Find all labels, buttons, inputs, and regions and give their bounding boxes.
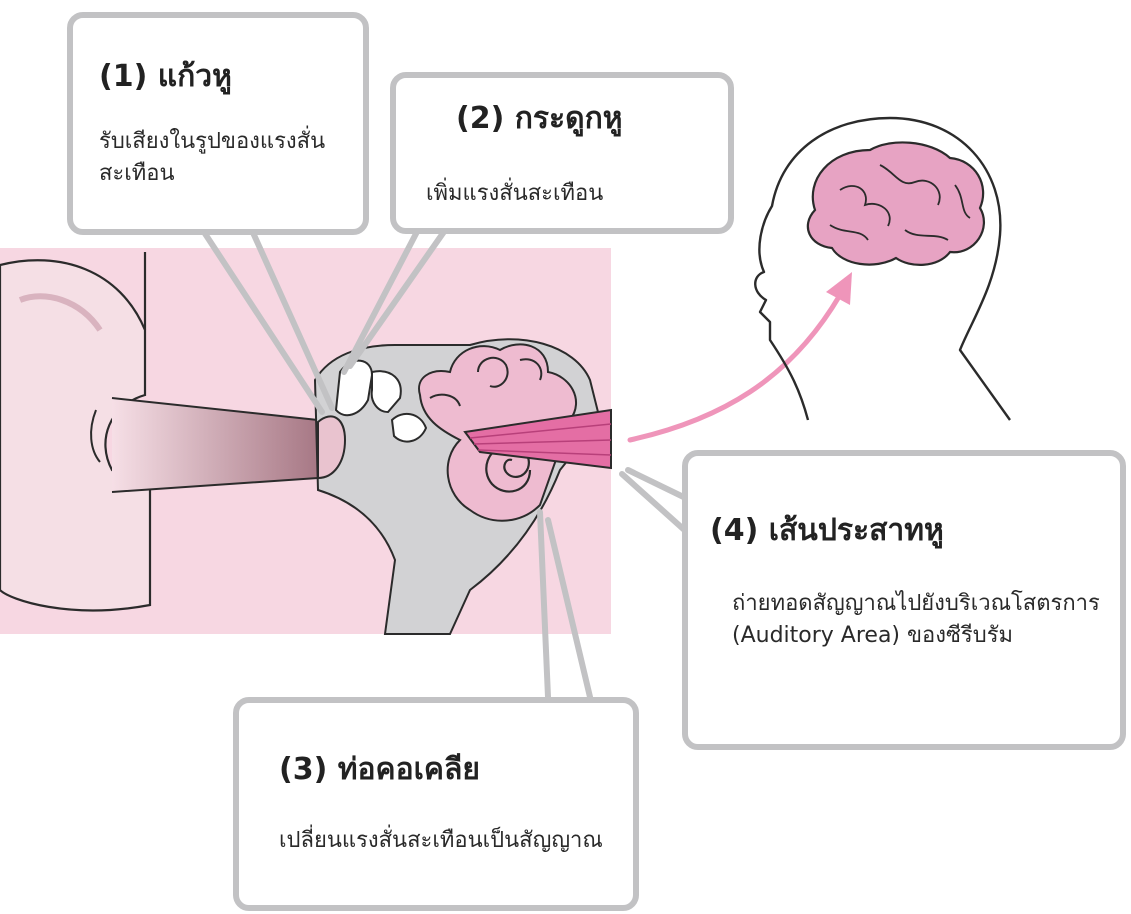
callout-cochlea-body: เปลี่ยนแรงสั่นสะเทือนเป็นสัญญาณ [279,828,603,853]
eardrum-shape [317,415,347,480]
callout-ossicles-body: เพิ่มแรงสั่นสะเทือน [426,181,604,206]
callout-cochlea-title: (3) ท่อคอเคลีย [279,752,480,787]
outer-ear [0,252,152,612]
callout-ossicles: (2) กระดูกหู เพิ่มแรงสั่นสะเทือน [390,72,734,234]
pointer-eardrum [197,223,325,415]
callout-auditory-nerve-body: ถ่ายทอดสัญญาณไปยังบริเวณโสตรการ (Auditor… [732,591,1100,648]
callout-eardrum: (1) แก้วหู รับเสียงในรูปของแรงสั่นสะเทือ… [67,12,369,235]
curved-arrow-icon [627,272,852,443]
pointer-cochlea [537,509,551,700]
callout-eardrum-body: รับเสียงในรูปของแรงสั่นสะเทือน [99,129,326,186]
pointer-nerve [619,471,693,538]
callout-cochlea: (3) ท่อคอเคลีย เปลี่ยนแรงสั่นสะเทือนเป็น… [233,697,639,911]
auditory-nerve-bundle [463,408,612,470]
callout-ossicles-title: (2) กระดูกหู [456,101,623,136]
callout-pointers [197,223,703,700]
callout-eardrum-title: (1) แก้วหู [99,59,232,94]
pointer-eardrum-2 [247,223,335,411]
brain-icon [806,141,986,266]
callout-auditory-nerve: (4) เส้นประสาทหู ถ่ายทอดสัญญาณไปยังบริเว… [682,450,1126,750]
pointer-ossicles-2 [347,223,451,369]
pointer-ossicles [341,223,423,375]
head-silhouette-icon [754,116,1011,421]
ear-canal [112,398,318,492]
pointer-cochlea-2 [545,517,593,700]
callout-auditory-nerve-title: (4) เส้นประสาทหู [710,513,944,548]
